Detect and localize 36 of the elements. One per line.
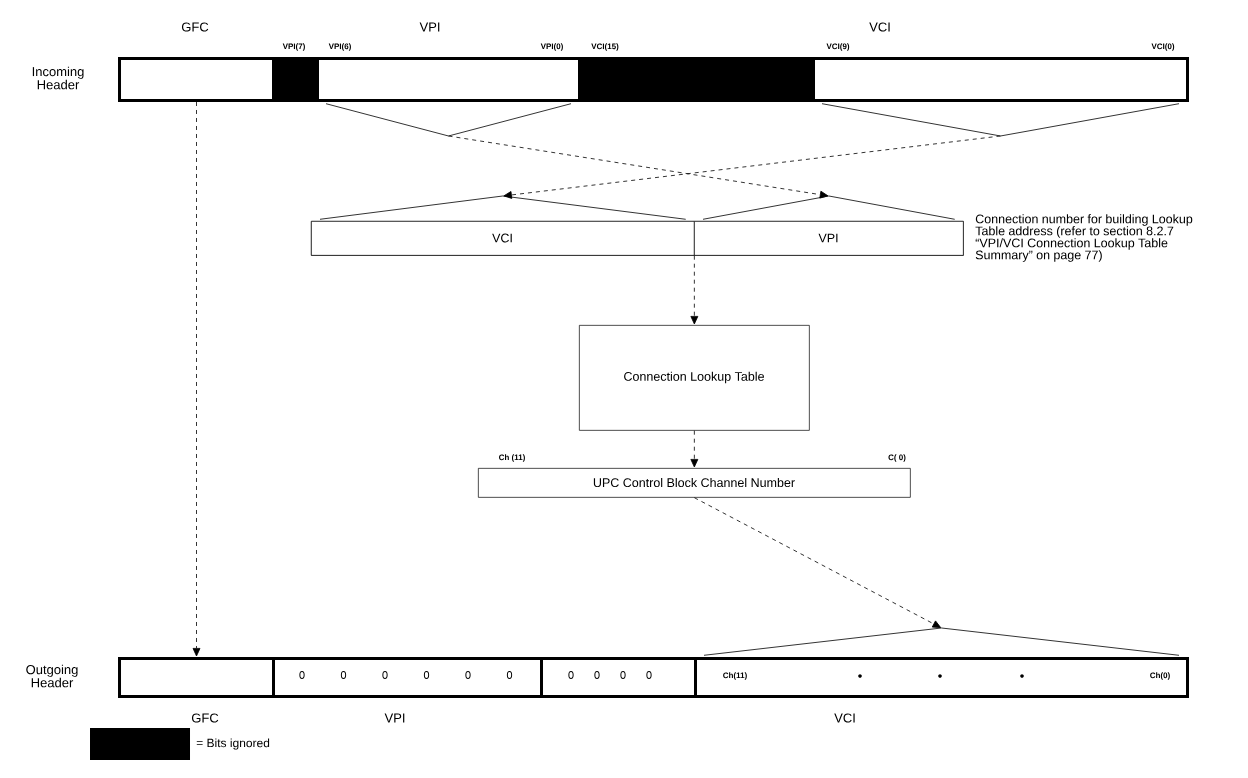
field-heading: VPI: [384, 713, 405, 723]
header-field: VCI(9) VCI(0): [812, 43, 1189, 102]
arrow: [192, 101, 201, 657]
ignored-bits-field: VCI(15): [578, 43, 815, 102]
field-heading: Incoming Header: [32, 66, 84, 90]
header-field: [118, 657, 275, 698]
field-heading: VCI: [869, 22, 890, 32]
note-text: Connection number for building Lookup Table address (refer to section 8.2.7 “VPI/VCI Connection Lookup Table Summary” on page 77): [975, 214, 1193, 262]
legend-text: = Bits ignored: [196, 738, 270, 750]
arrow: [690, 430, 699, 468]
header-field: 0 0 0 0: [540, 657, 697, 698]
arrow: [448, 135, 829, 199]
table-box: Connection Lookup Table: [579, 325, 810, 431]
node-label: VPI(6): [328, 43, 351, 51]
node-label: VPI(7): [282, 43, 305, 51]
address-field: VCI: [311, 221, 695, 256]
node-label: VCI(9): [826, 43, 850, 51]
field-heading: Outgoing Header: [26, 664, 78, 688]
address-field: VPI: [694, 221, 964, 256]
field-heading: VCI: [834, 713, 855, 723]
note-text: Ch (11): [499, 454, 525, 462]
note-text: C( 0): [888, 454, 906, 462]
node-label: VCI(0): [1151, 43, 1175, 51]
channel-number-box: UPC Control Block Channel Number: [478, 468, 911, 498]
field-heading: GFC: [191, 713, 219, 723]
arrow: [693, 497, 942, 628]
node-label: VPI(0): [540, 43, 563, 51]
header-field: 0 0 0 0 0 0: [272, 657, 543, 698]
ignored-bits-field: VPI(7): [272, 43, 319, 102]
node-label: VCI(15): [591, 43, 619, 51]
field-heading: VPI: [419, 22, 440, 32]
arrow: [690, 255, 699, 325]
header-field: VPI(6) VPI(0): [316, 43, 581, 102]
header-field: [118, 57, 275, 102]
arrow: [503, 135, 1001, 199]
field-heading: GFC: [181, 22, 209, 32]
